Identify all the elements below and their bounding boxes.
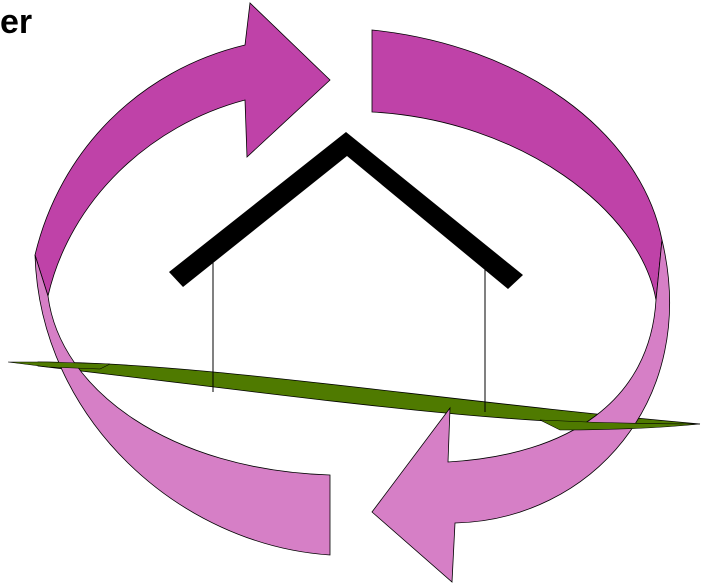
arrow-top-right — [372, 30, 662, 300]
arrow-bottom-left — [35, 255, 330, 555]
house-roof — [169, 132, 523, 289]
arrow-top-left — [35, 3, 330, 296]
